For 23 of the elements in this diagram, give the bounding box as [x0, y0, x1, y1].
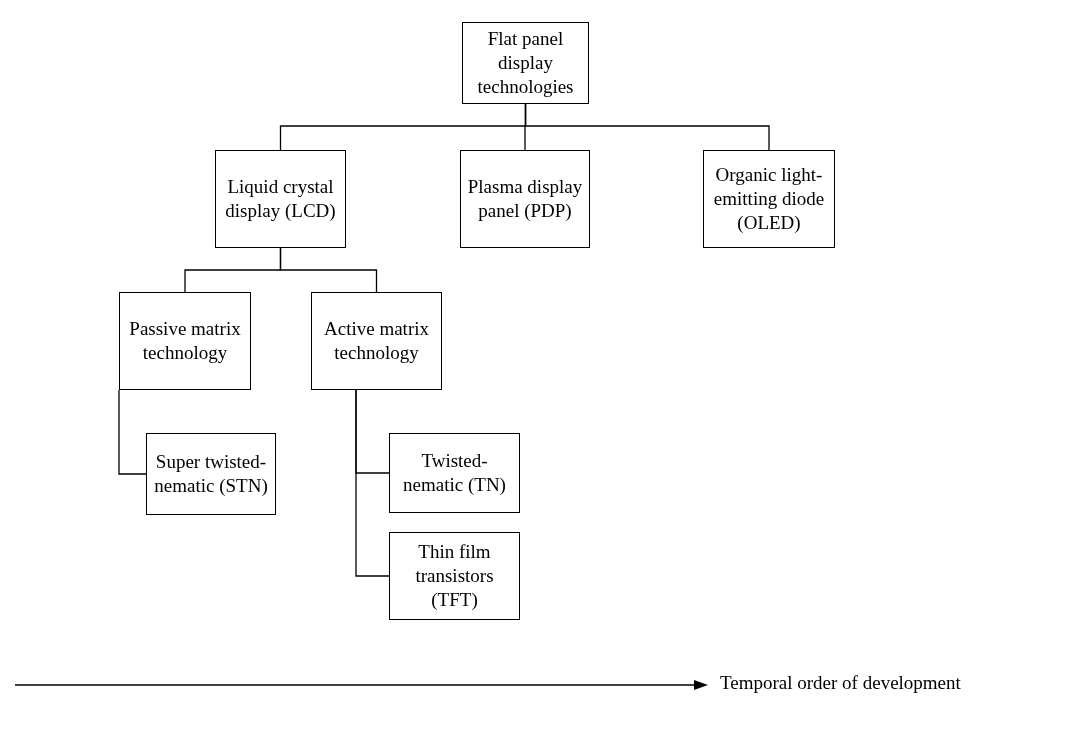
category-box [703, 150, 835, 248]
category-box [389, 433, 520, 513]
connector-line [524, 103, 770, 151]
connector-line [355, 389, 390, 577]
box-label: Super twisted-nematic (STN) [153, 450, 269, 498]
connector-line [279, 247, 378, 293]
category-box [146, 433, 276, 515]
connector-line [118, 389, 147, 475]
box-label: Passive matrix technology [128, 317, 242, 365]
category-box [460, 150, 590, 248]
box-label: Organic light-emitting diode (OLED) [712, 163, 826, 235]
box-label: Thin film transistors (TFT) [414, 540, 495, 612]
category-box [389, 532, 520, 620]
box-label: Liquid crystal display (LCD) [224, 175, 337, 223]
category-box [311, 292, 442, 390]
box-label: Twisted-nematic (TN) [402, 449, 507, 497]
box-label: Active matrix technology [323, 317, 430, 365]
category-box [462, 22, 589, 104]
axis-label: Temporal order of development [720, 672, 961, 694]
box-label: Flat panel display technologies [476, 27, 575, 99]
category-box [215, 150, 346, 248]
category-box [119, 292, 251, 390]
box-label: Plasma display panel (PDP) [466, 175, 584, 223]
